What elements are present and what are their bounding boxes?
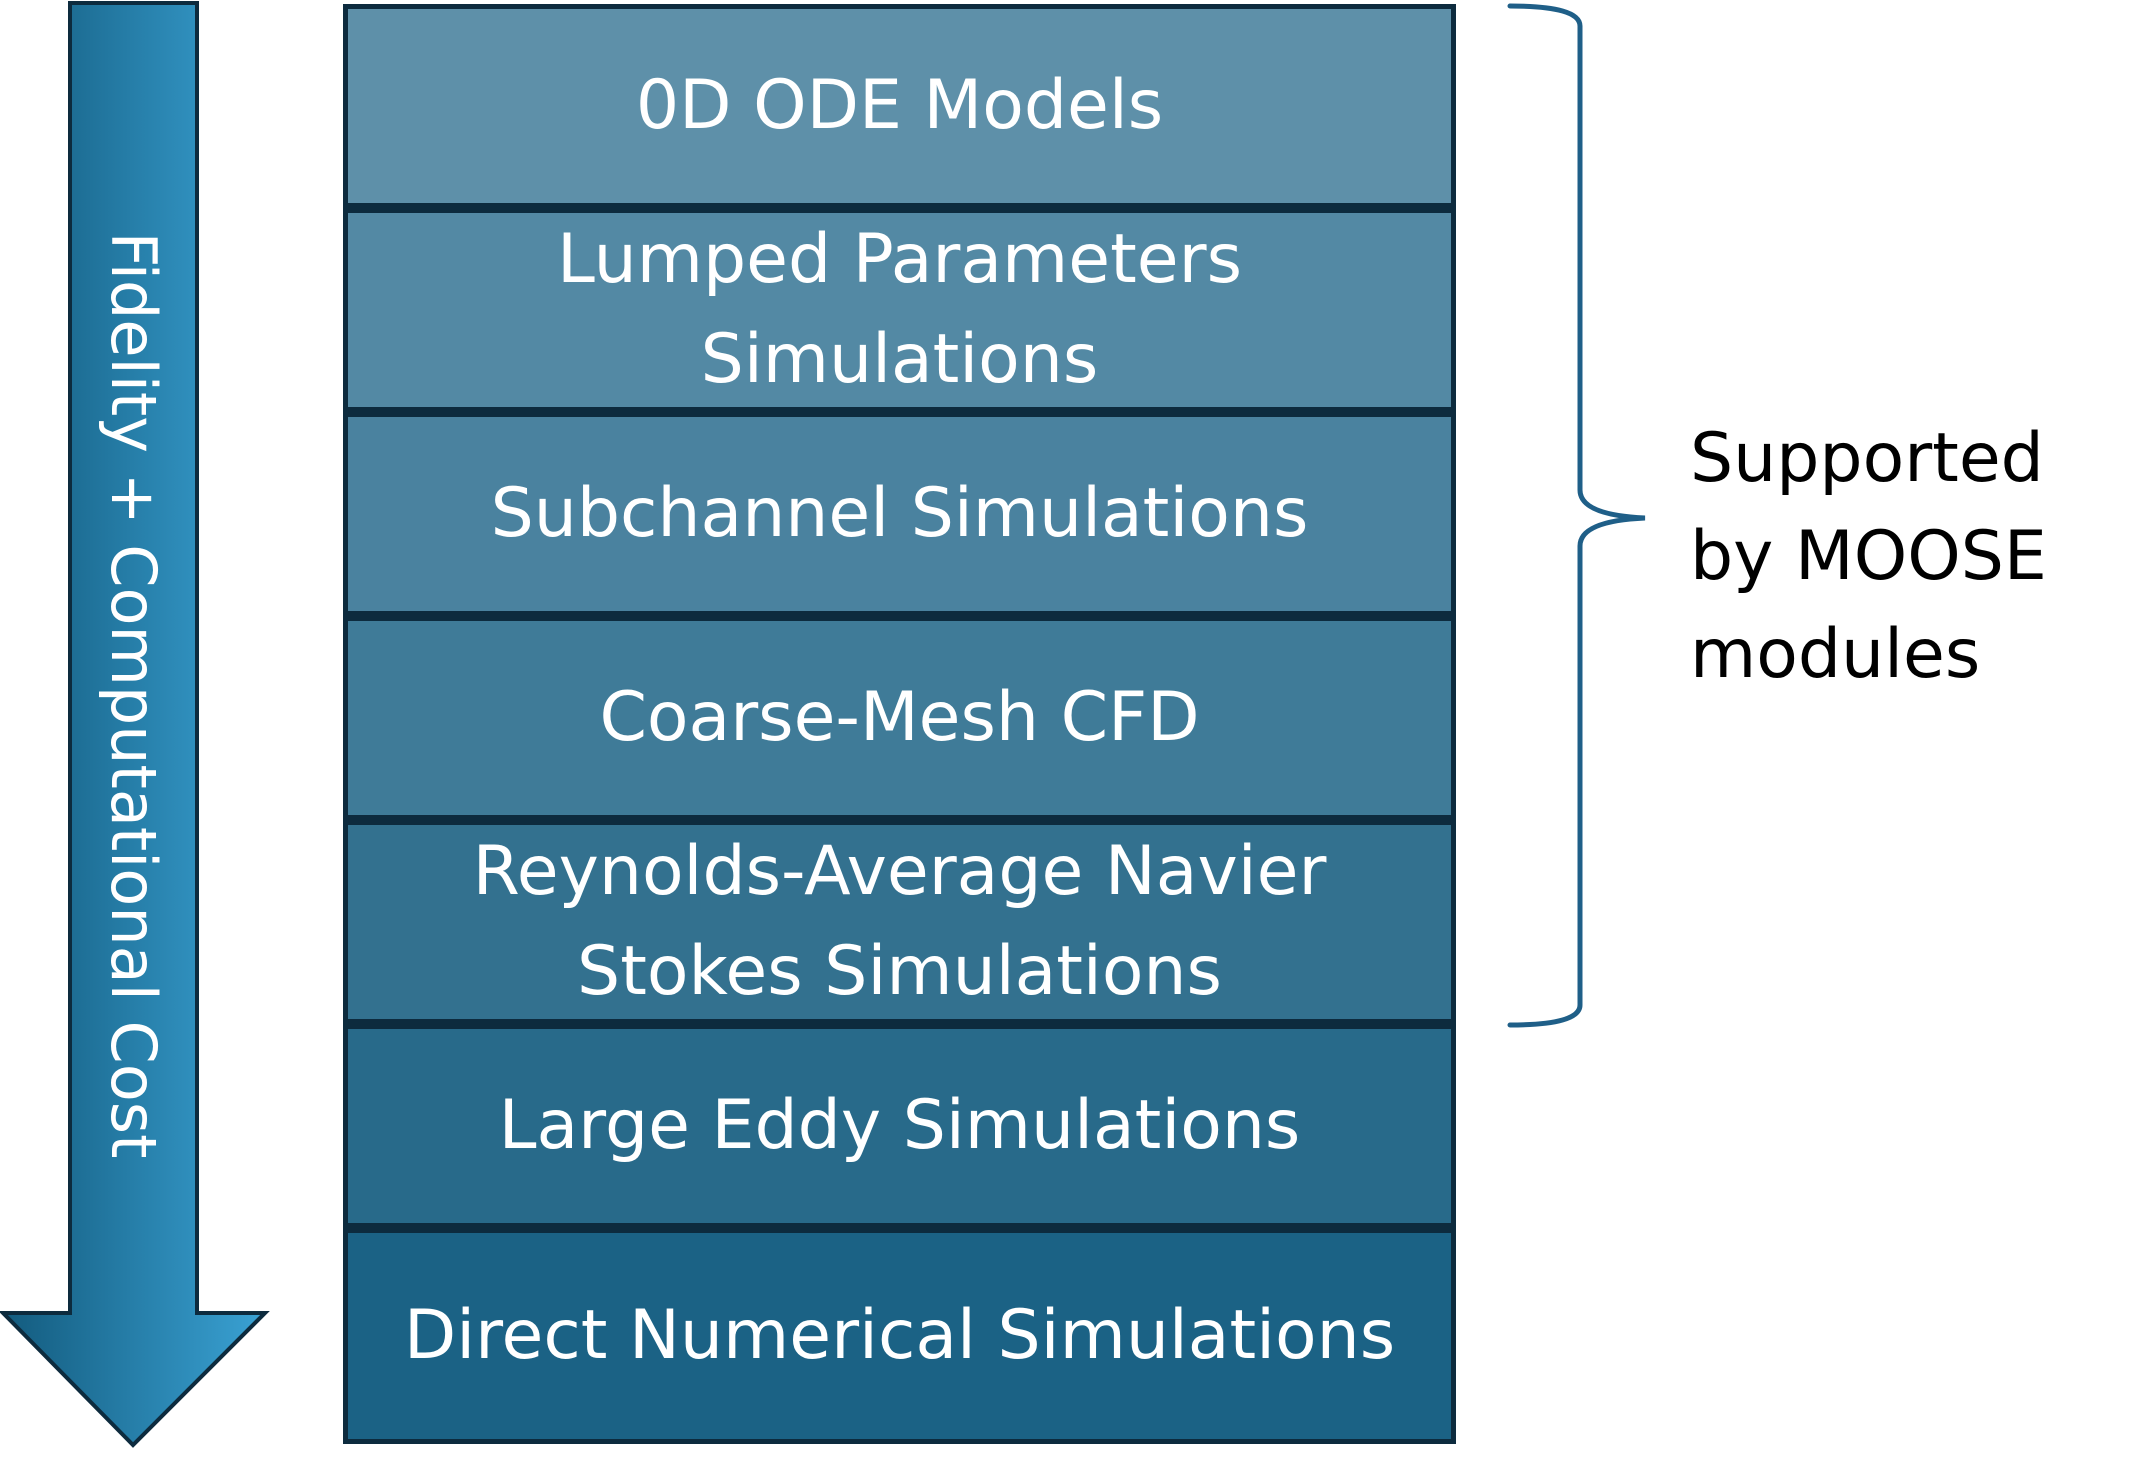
layer-label: Reynolds-Average Navier Stokes Simulatio… [472, 832, 1327, 1011]
layer-label: 0D ODE Models [635, 66, 1164, 145]
layer-label: Large Eddy Simulations [498, 1086, 1301, 1165]
layer-label: Direct Numerical Simulations [403, 1296, 1396, 1375]
layer-label: Coarse-Mesh CFD [599, 678, 1200, 757]
moose-support-bracket [1507, 3, 1646, 1028]
layer-coarse-mesh-cfd: Coarse-Mesh CFD [343, 616, 1456, 820]
arrow-axis-label: Fidelity + Computational Cost [97, 231, 170, 1159]
layer-dns: Direct Numerical Simulations [343, 1228, 1456, 1444]
layer-subchannel: Subchannel Simulations [343, 412, 1456, 616]
curly-brace-shape [1507, 3, 1646, 1028]
layer-0d-ode-models: 0D ODE Models [343, 4, 1456, 208]
layer-label: Subchannel Simulations [490, 474, 1309, 553]
layer-les: Large Eddy Simulations [343, 1024, 1456, 1228]
bracket-annotation: Supported by MOOSE modules [1690, 419, 2047, 694]
layer-lumped-parameters: Lumped Parameters Simulations [343, 208, 1456, 412]
layer-label: Lumped Parameters Simulations [556, 220, 1242, 399]
fidelity-cost-arrow [0, 1, 270, 1448]
layer-rans: Reynolds-Average Navier Stokes Simulatio… [343, 820, 1456, 1024]
fidelity-hierarchy-stack: 0D ODE Models Lumped Parameters Simulati… [343, 4, 1456, 1444]
down-arrow-shape [0, 1, 270, 1448]
